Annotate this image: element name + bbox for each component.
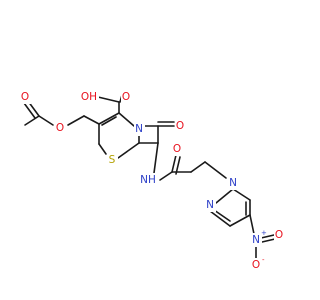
bond-c3-ch2 xyxy=(83,115,100,125)
bond-acetyl-c-ch3 xyxy=(24,115,40,126)
svg-text:O: O xyxy=(56,122,64,134)
atom-label-cooh-o: O xyxy=(121,90,132,104)
bond-pz-n1-n2 xyxy=(215,188,234,204)
bond-s-c6 xyxy=(117,142,140,159)
atom-label-ring-n: N xyxy=(134,122,145,136)
svg-text:N: N xyxy=(252,234,260,246)
svg-text:O: O xyxy=(21,91,29,103)
svg-text:O: O xyxy=(122,91,130,103)
bond-c2-c3-inner xyxy=(101,116,117,126)
atom-label-amide-o: O xyxy=(172,142,183,156)
bond-pz-n1-c5 xyxy=(232,188,251,201)
bond-pz-n2-c3-2 xyxy=(213,209,231,222)
bond-amide-c-o xyxy=(171,154,177,173)
svg-text:NH: NH xyxy=(140,174,156,186)
svg-text:O: O xyxy=(252,259,260,271)
bond-amide-c-o-2 xyxy=(175,156,181,175)
svg-text:+: + xyxy=(261,229,267,237)
bond-c2-c3 xyxy=(98,112,120,125)
svg-text:N: N xyxy=(135,123,143,135)
atom-label-ester-o: O xyxy=(54,121,65,135)
bond-nh-c-amide xyxy=(159,171,173,181)
bond-ch2-o xyxy=(67,115,85,126)
bond-o-acetyl-c xyxy=(38,115,54,126)
svg-text:S: S xyxy=(109,154,116,166)
bond-nitro-n-o1-2 xyxy=(261,238,276,243)
svg-text:O: O xyxy=(275,229,283,241)
svg-text:OH: OH xyxy=(81,91,97,103)
atom-label-pyrazole-n1: N xyxy=(228,176,239,190)
atom-label-nitro-o1: O xyxy=(274,228,285,242)
bond-cooh-c-oh xyxy=(97,96,120,103)
svg-text:-: - xyxy=(262,256,265,264)
bond-c2-n xyxy=(118,112,135,127)
atom-label-pyrazole-n2: N xyxy=(205,198,216,212)
atom-label-layer: OH O O O N O S xyxy=(20,90,285,272)
atom-label-acetyl-o: O xyxy=(20,90,31,104)
bond-ch2-ch2 xyxy=(190,161,206,173)
bond-nitro-n-o1 xyxy=(260,234,275,239)
svg-text:O: O xyxy=(176,120,184,132)
atom-label-nitro-n: N + xyxy=(251,229,267,247)
bond-pz-n2-c3 xyxy=(209,210,231,227)
bond-pz-c3-c4 xyxy=(229,214,251,227)
bond-acetyl-c-o-2 xyxy=(23,102,36,119)
bond-c7-nh xyxy=(153,142,159,174)
atom-label-sulfur: S xyxy=(107,153,118,167)
bond-layer xyxy=(23,94,276,260)
atom-label-cooh-oh: OH xyxy=(79,90,99,104)
svg-text:N: N xyxy=(206,199,214,211)
molecule-structure: OH O O O N O S xyxy=(20,90,285,272)
bond-c4-s xyxy=(98,143,107,155)
bond-pz-c4-nitro-n xyxy=(249,214,255,235)
svg-text:O: O xyxy=(173,143,181,155)
atom-label-nitro-o2: O - xyxy=(251,256,265,272)
svg-text:N: N xyxy=(229,177,237,189)
atom-label-nh: NH xyxy=(138,173,158,187)
atom-label-lactam-o: O xyxy=(175,119,186,133)
bond-ch2-pz-n1 xyxy=(204,161,227,179)
